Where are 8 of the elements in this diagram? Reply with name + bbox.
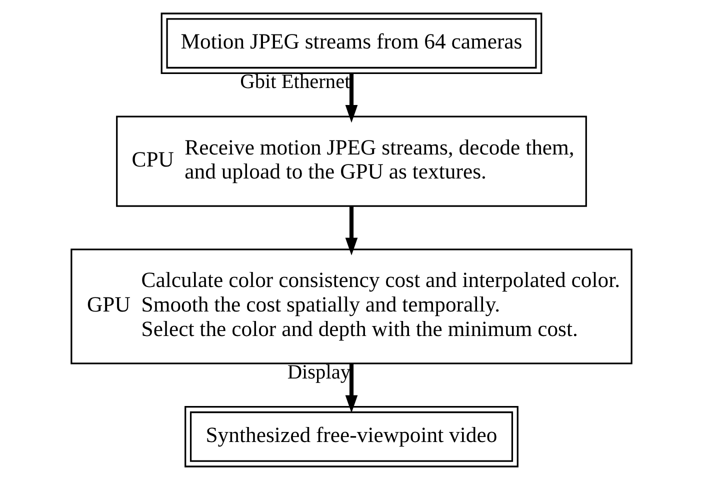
edge-label: Gbit Ethernet [240, 71, 350, 94]
node-box: Synthesized free-viewpoint video [184, 406, 518, 468]
arrow [345, 73, 358, 123]
node-box: CPU Receive motion JPEG streams, decode them, and upload to the GPU as textures. [116, 116, 587, 207]
arrow [345, 364, 358, 413]
arrow [345, 206, 358, 256]
node-box: Motion JPEG streams from 64 cameras [160, 12, 542, 74]
node-box: GPU Calculate color consistency cost and interpolated color. Smooth the cost spatially and temporally. Select the color and depth with the minimum cost. [70, 248, 632, 364]
